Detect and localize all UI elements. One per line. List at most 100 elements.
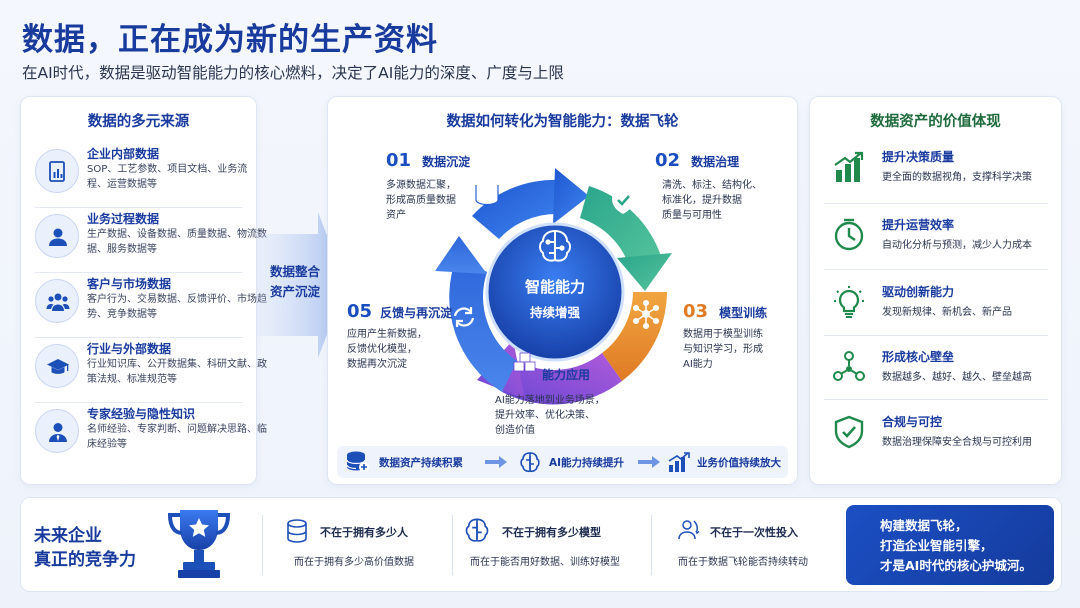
cta-card: 构建数据飞轮， 打造企业智能引擎， 才是AI时代的核心护城河。 <box>846 505 1054 585</box>
flywheel-title: 数据如何转化为智能能力：数据飞轮 <box>446 114 679 130</box>
desc-line: 提升效率、优化决策、 <box>495 410 595 421</box>
lightbulb-icon <box>834 286 864 318</box>
step-collect: 01 数据沉淀 <box>386 150 470 171</box>
desc-line: 数据用于模型训练 <box>683 329 763 340</box>
source-desc: 行业知识库、公开数据集、科研文献、政策法规、标准规范等 <box>87 359 267 385</box>
value-name: 提升运营效率 <box>882 218 955 232</box>
network-icon <box>632 299 660 330</box>
flow-item-1: 数据资产持续积累 <box>379 457 463 469</box>
step-label: 反馈与再沉淀 <box>380 306 453 320</box>
source-name: 业务过程数据 <box>87 212 160 226</box>
bottom-heading-line-1: 未来企业 <box>34 526 102 546</box>
ring-arrow-collect <box>553 168 589 224</box>
source-item: 行业与外部数据 行业知识库、公开数据集、科研文献、政策法规、标准规范等 <box>35 340 267 400</box>
center-line-2: 持续增强 <box>529 305 580 320</box>
source-desc: 名师经验、专家判断、问题解决思路、临床经验等 <box>87 424 267 450</box>
shield-check-icon <box>834 415 864 449</box>
divider <box>824 203 1048 204</box>
divider <box>452 515 453 575</box>
step-feedback: 05 反馈与再沉淀 <box>347 301 452 322</box>
cubes-icon <box>513 352 536 372</box>
ring-arrow-govern <box>617 253 672 291</box>
bottom-item: 不在于拥有多少模型 而在于能否用好数据、训练好模型 <box>462 515 647 575</box>
page-subtitle: 在AI时代，数据是驱动智能能力的核心燃料，决定了AI能力的深度、广度与上限 <box>22 64 564 82</box>
expert-icon <box>35 409 79 453</box>
bottom-item: 不在于拥有多少人 而在于拥有多少高价值数据 <box>280 515 455 575</box>
brain-icon <box>520 452 540 473</box>
value-desc: 更全面的数据视角，支撑科学决策 <box>882 172 1032 183</box>
value-name: 形成核心壁垒 <box>882 350 955 364</box>
cta-line-3: 才是AI时代的核心护城河。 <box>880 558 1032 573</box>
desc-line: 反馈优化模型， <box>347 344 417 355</box>
bottom-item-desc: 而在于拥有多少高价值数据 <box>294 557 414 568</box>
desc-line: 与知识学习，形成 <box>683 344 763 355</box>
step-number: 01 <box>386 150 412 171</box>
step-label: 数据沉淀 <box>422 155 471 169</box>
desc-line: 形成高质量数据 <box>386 195 456 206</box>
desc-line: 应用产生新数据， <box>347 329 427 340</box>
step-number: 03 <box>683 301 709 322</box>
integration-arrow <box>256 212 346 358</box>
desc-line: 多源数据汇聚， <box>386 180 456 191</box>
step-apply: 能力应用 <box>542 364 590 383</box>
step-govern: 02 数据治理 <box>655 150 739 171</box>
step-collect-desc: 多源数据汇聚， 形成高质量数据 资产 <box>386 178 456 223</box>
center-line-1: 智能能力 <box>524 278 585 296</box>
bar-growth-icon <box>668 452 690 472</box>
source-name: 行业与外部数据 <box>87 342 172 356</box>
source-name: 企业内部数据 <box>87 147 160 161</box>
desc-line: AI能力落地到业务场景， <box>495 395 605 406</box>
bottom-heading: 未来企业 真正的竞争力 <box>34 524 136 572</box>
ring-segment-feedback <box>449 256 517 392</box>
center-circle <box>485 222 625 362</box>
source-desc: 生产数据、设备数据、质量数据、物流数据、服务数据等 <box>87 229 267 255</box>
divider <box>651 515 652 575</box>
center-label: 智能能力 持续增强 <box>505 276 605 321</box>
ring-segment-apply <box>502 353 622 405</box>
value-name: 合规与可控 <box>882 415 943 429</box>
step-apply-desc: AI能力落地到业务场景， 提升效率、优化决策、 创造价值 <box>495 393 605 438</box>
user-cycle-icon <box>678 520 700 540</box>
database-icon <box>475 180 499 206</box>
value-desc: 发现新规律、新机会、新产品 <box>882 307 1012 318</box>
source-name: 客户与市场数据 <box>87 277 172 291</box>
step-label: 数据治理 <box>691 155 740 169</box>
page-title: 数据，正在成为新的生产资料 <box>22 22 438 58</box>
source-item: 客户与市场数据 客户行为、交易数据、反馈评价、市场趋势、竞争数据等 <box>35 275 267 335</box>
shield-check-icon <box>612 187 634 214</box>
source-name: 专家经验与隐性知识 <box>87 407 196 421</box>
flywheel-diagram <box>435 168 672 405</box>
value-name: 驱动创新能力 <box>882 285 955 299</box>
bottom-item-title: 不在于拥有多少模型 <box>502 526 601 539</box>
divider <box>262 515 263 575</box>
arrow-right-icon <box>638 456 660 468</box>
step-number: 02 <box>655 150 681 171</box>
desc-line: 标准化，提升数据 <box>662 195 742 206</box>
step-train-desc: 数据用于模型训练 与知识学习，形成 AI能力 <box>683 327 763 372</box>
divider <box>35 402 243 403</box>
flow-strip: 数据资产持续积累 AI能力持续提升 业务价值持续放大 <box>337 446 788 478</box>
divider <box>824 335 1048 336</box>
divider <box>35 272 243 273</box>
integration-label: 数据整合 资产沉淀 <box>266 262 324 302</box>
value-item: 提升决策质量 更全面的数据视角，支撑科学决策 <box>824 142 1048 202</box>
step-train: 03 模型训练 <box>683 301 767 322</box>
person-icon <box>35 214 79 258</box>
value-item: 合规与可控 数据治理保障安全合规与可控利用 <box>824 407 1048 467</box>
flow-item-3: 业务价值持续放大 <box>697 457 781 469</box>
bottom-item-desc: 而在于能否用好数据、训练好模型 <box>470 557 620 568</box>
source-item: 业务过程数据 生产数据、设备数据、质量数据、物流数据、服务数据等 <box>35 210 267 270</box>
ring-segment-collect <box>472 179 559 239</box>
source-desc: 客户行为、交易数据、反馈评价、市场趋势、竞争数据等 <box>87 294 267 320</box>
sources-title: 数据的多元来源 <box>87 114 190 130</box>
flow-item-2: AI能力持续提升 <box>549 457 625 469</box>
database-plus-icon <box>346 451 369 472</box>
ring-segment-govern <box>580 186 662 268</box>
brain-icon <box>465 518 489 542</box>
integration-line-1: 数据整合 <box>269 264 320 279</box>
desc-line: 清洗、标注、结构化、 <box>662 180 762 191</box>
brain-icon <box>539 229 571 262</box>
value-desc: 数据治理保障安全合规与可控利用 <box>882 437 1032 448</box>
step-number: 05 <box>347 301 373 322</box>
desc-line: 质量与可用性 <box>662 210 722 221</box>
